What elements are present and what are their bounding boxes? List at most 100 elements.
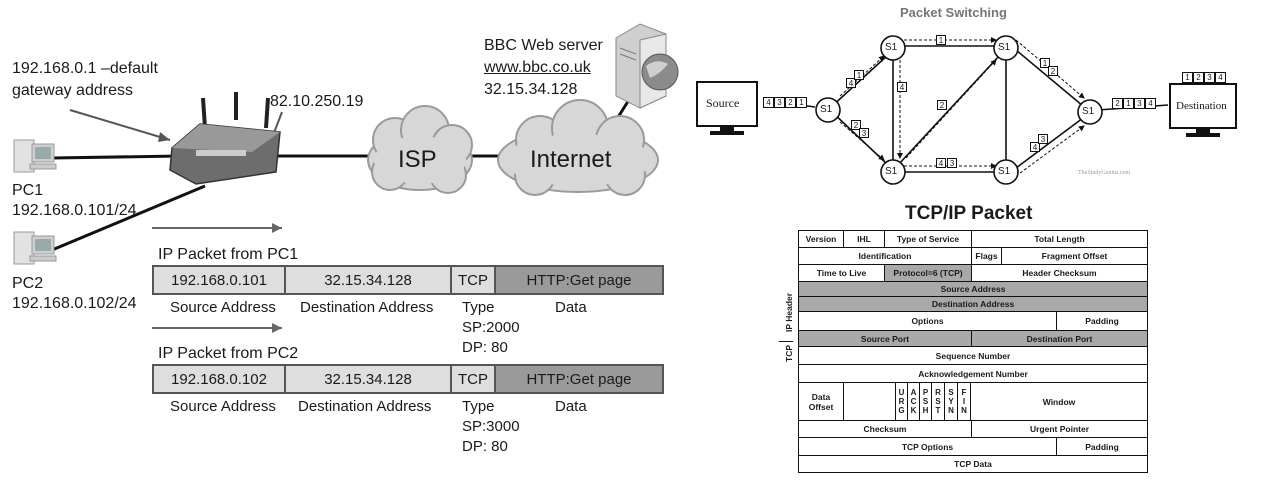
packet-box-source: 4 [763,97,774,108]
packet2-type-label: Type [462,398,495,415]
node-label-tr: S1 [998,42,1011,53]
packet2-proto: TCP [452,366,496,392]
pc1-link [51,154,181,160]
packet-box-right-bottom: 3 [1038,134,1048,144]
table-row: Version IHL Type of Service Total Length [799,231,1147,248]
table-row: Destination Address [799,297,1147,312]
pc1-icon [13,139,57,173]
ip-tcp-divider [779,341,793,342]
packet1-proto: TCP [452,267,496,293]
field-destination-address: Destination Address [799,297,1147,311]
packet1-src-label: Source Address [170,299,276,316]
table-row: Source Address [799,282,1147,297]
field-ttl: Time to Live [799,265,885,281]
packet2-row: 192.168.0.102 32.15.34.128 TCP HTTP:Get … [152,364,664,394]
field-tos: Type of Service [885,231,972,247]
packet2-data-label: Data [555,398,587,415]
packet2-data: HTTP:Get page [496,366,662,392]
packet-box-source: 2 [785,97,796,108]
packet2-src: 192.168.0.102 [154,366,286,392]
field-window: Window [1042,396,1076,407]
switch-node-src [815,97,841,123]
switch-node-bl [880,159,906,185]
packet-box-dest-out: 4 [1215,72,1226,83]
ip-header-side-label: IP Header [784,292,794,332]
table-row: TCP Options Padding [799,438,1147,456]
flag-letter: P [922,388,929,397]
packet2-dst: 32.15.34.128 [286,366,452,392]
field-header-checksum: Header Checksum [1022,268,1097,278]
table-row: Sequence Number [799,347,1147,365]
packet-box-diag: 2 [937,100,947,110]
packet-box-src-top: 1 [854,70,864,80]
table-row: Options Padding [799,312,1147,331]
packet-box-src-bottom: 2 [851,120,861,130]
flag-letter: N [961,406,967,415]
packet1-data: HTTP:Get page [496,267,662,293]
flag-letter: S [935,397,941,406]
packet1-dst: 32.15.34.128 [286,267,452,293]
field-flags: Flags [972,248,1002,264]
server-icon [615,23,679,109]
flag-letter: R [898,397,905,406]
field-tcp-options: TCP Options [799,438,1057,455]
tcpip-title: TCP/IP Packet [905,203,1033,224]
table-row: Checksum Urgent Pointer [799,421,1147,438]
field-sequence-number: Sequence Number [935,350,1011,361]
switch-node-tl [880,35,906,61]
table-row: Acknowledgement Number [799,365,1147,383]
field-ack-number: Acknowledgement Number [918,368,1028,379]
field-total-length: Total Length [1034,234,1085,244]
server-ip-label: 32.15.34.128 [484,81,578,98]
packet-box-source: 3 [774,97,785,108]
field-identification: Identification [799,248,972,264]
switching-title: Packet Switching [900,5,1007,20]
packet-box-right-top: 1 [1040,58,1050,68]
packet-box-dest-out: 2 [1193,72,1204,83]
tcp-side-label: TCP [784,345,794,362]
packet-box-right-top: 2 [1048,66,1058,76]
field-destination-port: Destination Port [972,331,1147,346]
flag-letter: S [922,397,929,406]
flag-letter: U [898,388,905,397]
server-url-label: www.bbc.co.uk [484,59,591,76]
flag-letter: R [935,388,941,397]
packet2-dp: DP: 80 [462,438,508,455]
flag-letter: T [935,406,941,415]
flag-letter: K [910,406,917,415]
packet2-dst-label: Destination Address [298,398,432,415]
source-computer-icon [696,81,758,135]
node-label-dst: S1 [1082,106,1095,117]
field-ihl: IHL [844,231,885,247]
field-urgent-pointer: Urgent Pointer [1029,424,1090,434]
flag-letter: S [948,388,954,397]
server-name-label: BBC Web server [484,37,603,54]
field-options: Options [799,312,1057,330]
packet-box-dest-in: 2 [1112,98,1123,109]
packet1-sp: SP:2000 [462,319,520,336]
packet-box-src-top: 4 [846,78,856,88]
node-label-bl: S1 [885,166,898,177]
packet-box-dest-in: 4 [1145,98,1156,109]
node-label-tl: S1 [885,42,898,53]
field-source-address: Source Address [799,282,1147,296]
field-tcp-padding: Padding [1085,441,1119,452]
flag-letter: F [961,388,967,397]
flag-letter: H [922,406,929,415]
field-data-offset: Data Offset [799,383,844,420]
field-version: Version [799,231,844,247]
packet1-type-label: Type [462,299,495,316]
table-row: Identification Flags Fragment Offset [799,248,1147,265]
node-label-src: S1 [820,104,833,115]
packet-box-dest-in: 1 [1123,98,1134,109]
public-ip-label: 82.10.250.19 [270,93,364,110]
node-label-br: S1 [998,166,1011,177]
packet1-title: IP Packet from PC1 [158,246,299,263]
table-row: TCP Data [799,456,1147,472]
